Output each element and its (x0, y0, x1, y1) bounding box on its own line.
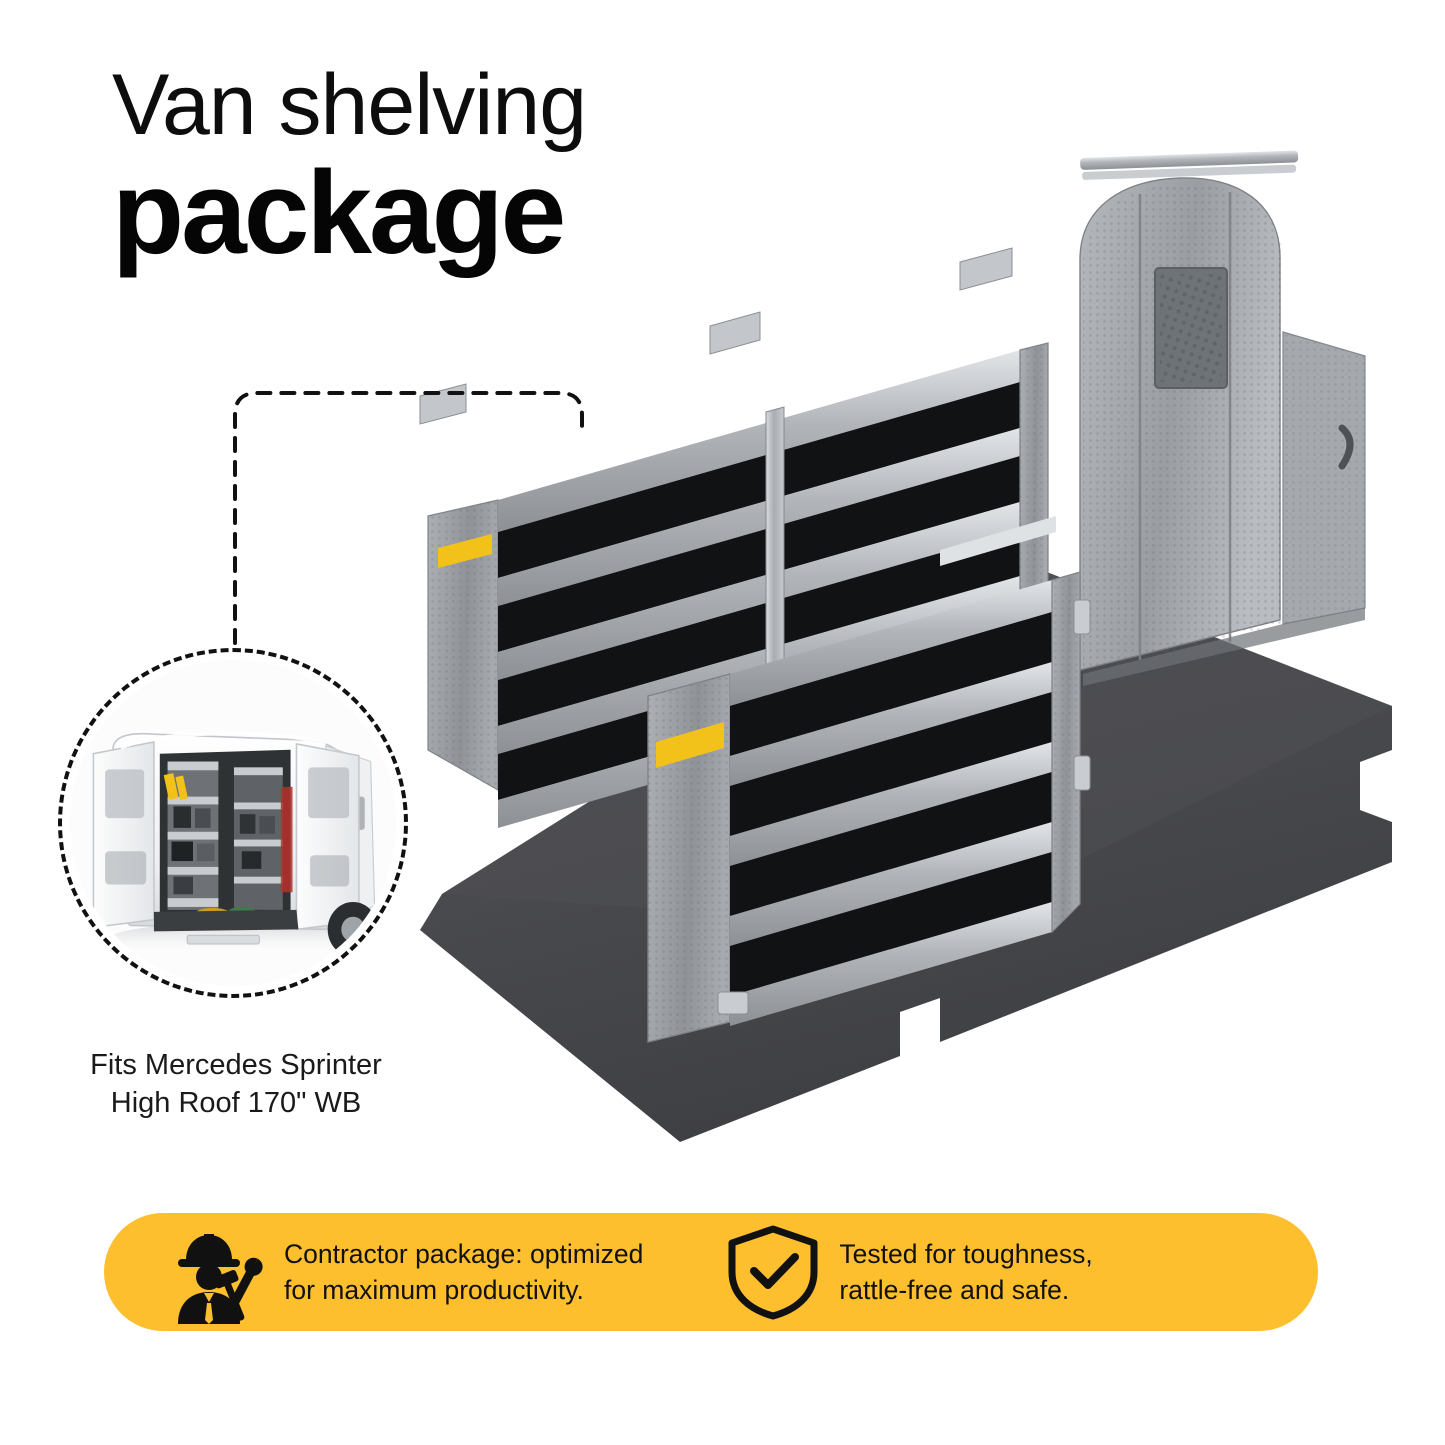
page-title-line1: Van shelving (112, 57, 587, 153)
feature-text-contractor: Contractor package: optimized for maximu… (284, 1238, 644, 1305)
feature-text-tested: Tested for toughness, rattle-free and sa… (839, 1238, 1093, 1305)
van-wheel (327, 902, 379, 957)
shield-check-icon (725, 1224, 821, 1320)
feature-banner: Contractor package: optimized for maximu… (104, 1213, 1318, 1331)
van-interior-photo (70, 660, 396, 986)
feature-item-tested: Tested for toughness, rattle-free and sa… (725, 1224, 1093, 1320)
callout-leader-line (233, 391, 584, 669)
fitment-caption-line1: Fits Mercedes Sprinter (90, 1049, 382, 1081)
fitment-caption-line2: High Roof 170" WB (110, 1087, 362, 1120)
title-block: Van shelving package (112, 57, 587, 279)
rear-door-right (295, 742, 360, 931)
van-photo-clip (70, 660, 396, 986)
callout-bubble (58, 648, 408, 998)
callout-circle-border (58, 648, 408, 998)
fitment-caption: Fits Mercedes Sprinter High Roof 170" WB (36, 1046, 436, 1123)
passenger-side-shelving-unit (647, 516, 1091, 1043)
bulkhead-partition (1079, 150, 1366, 686)
interior-shelving (163, 761, 219, 910)
rear-door-left (92, 741, 155, 929)
bulkhead-window (1154, 267, 1228, 389)
page-title-line2: package (112, 147, 566, 279)
contractor-worker-tools-icon (164, 1220, 268, 1324)
feature-item-contractor: Contractor package: optimized for maximu… (164, 1220, 643, 1324)
product-illustration (380, 150, 1445, 1210)
